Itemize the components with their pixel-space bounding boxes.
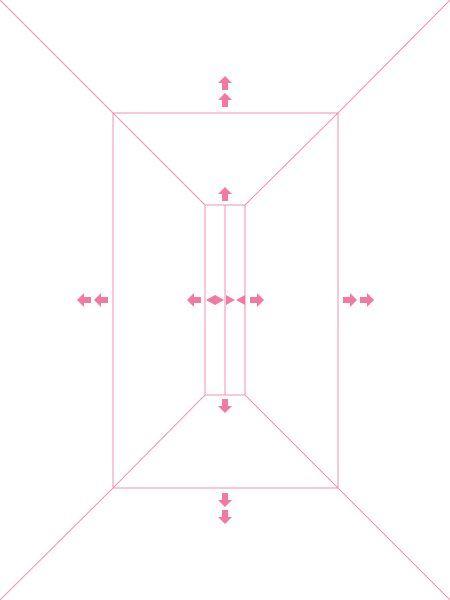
outer-frame <box>112 112 339 489</box>
inner-diagonal-bottom-right <box>244 394 339 489</box>
inner-diagonal-bottom-left <box>112 394 206 489</box>
double-arrow-icon[interactable] <box>218 493 232 524</box>
diagonal-bottom-right <box>337 487 450 600</box>
double-arrow-icon[interactable] <box>218 76 232 107</box>
arrow-shape <box>218 399 232 413</box>
triangle-pointer-shape <box>226 295 235 305</box>
inner-diagonal-top-left <box>112 112 206 206</box>
arrow-shape <box>77 293 91 307</box>
triangle-pointer-icon[interactable] <box>206 295 215 305</box>
diagonal-top-right <box>337 0 450 114</box>
arrow-shape <box>218 93 232 107</box>
triangle-pointer-shape <box>206 295 215 305</box>
triangle-pointer-icon[interactable] <box>236 295 245 305</box>
single-arrow-icon[interactable] <box>218 187 232 201</box>
arrow-shape <box>360 293 374 307</box>
single-arrow-icon[interactable] <box>218 399 232 413</box>
arrow-handles <box>77 76 374 524</box>
triangle-pointer-shape <box>215 295 224 305</box>
double-arrow-icon[interactable] <box>77 293 108 307</box>
inner-diagonals <box>112 112 339 489</box>
arrow-shape <box>343 293 357 307</box>
arrow-shape <box>218 187 232 201</box>
inner-diagonal-top-right <box>244 112 339 206</box>
arrow-shape <box>218 493 232 507</box>
double-arrow-icon[interactable] <box>343 293 374 307</box>
diagonal-top-left <box>0 0 114 114</box>
arrow-shape <box>218 76 232 90</box>
single-arrow-icon[interactable] <box>187 293 201 307</box>
arrow-shape <box>218 510 232 524</box>
arrow-shape <box>187 293 201 307</box>
diagonal-bottom-left <box>0 487 114 600</box>
arrow-shape <box>94 293 108 307</box>
arrow-shape <box>250 293 264 307</box>
single-arrow-icon[interactable] <box>250 293 264 307</box>
triangle-pointer-icon[interactable] <box>226 295 235 305</box>
triangle-pointer-icon[interactable] <box>215 295 224 305</box>
triangle-pointer-shape <box>236 295 245 305</box>
